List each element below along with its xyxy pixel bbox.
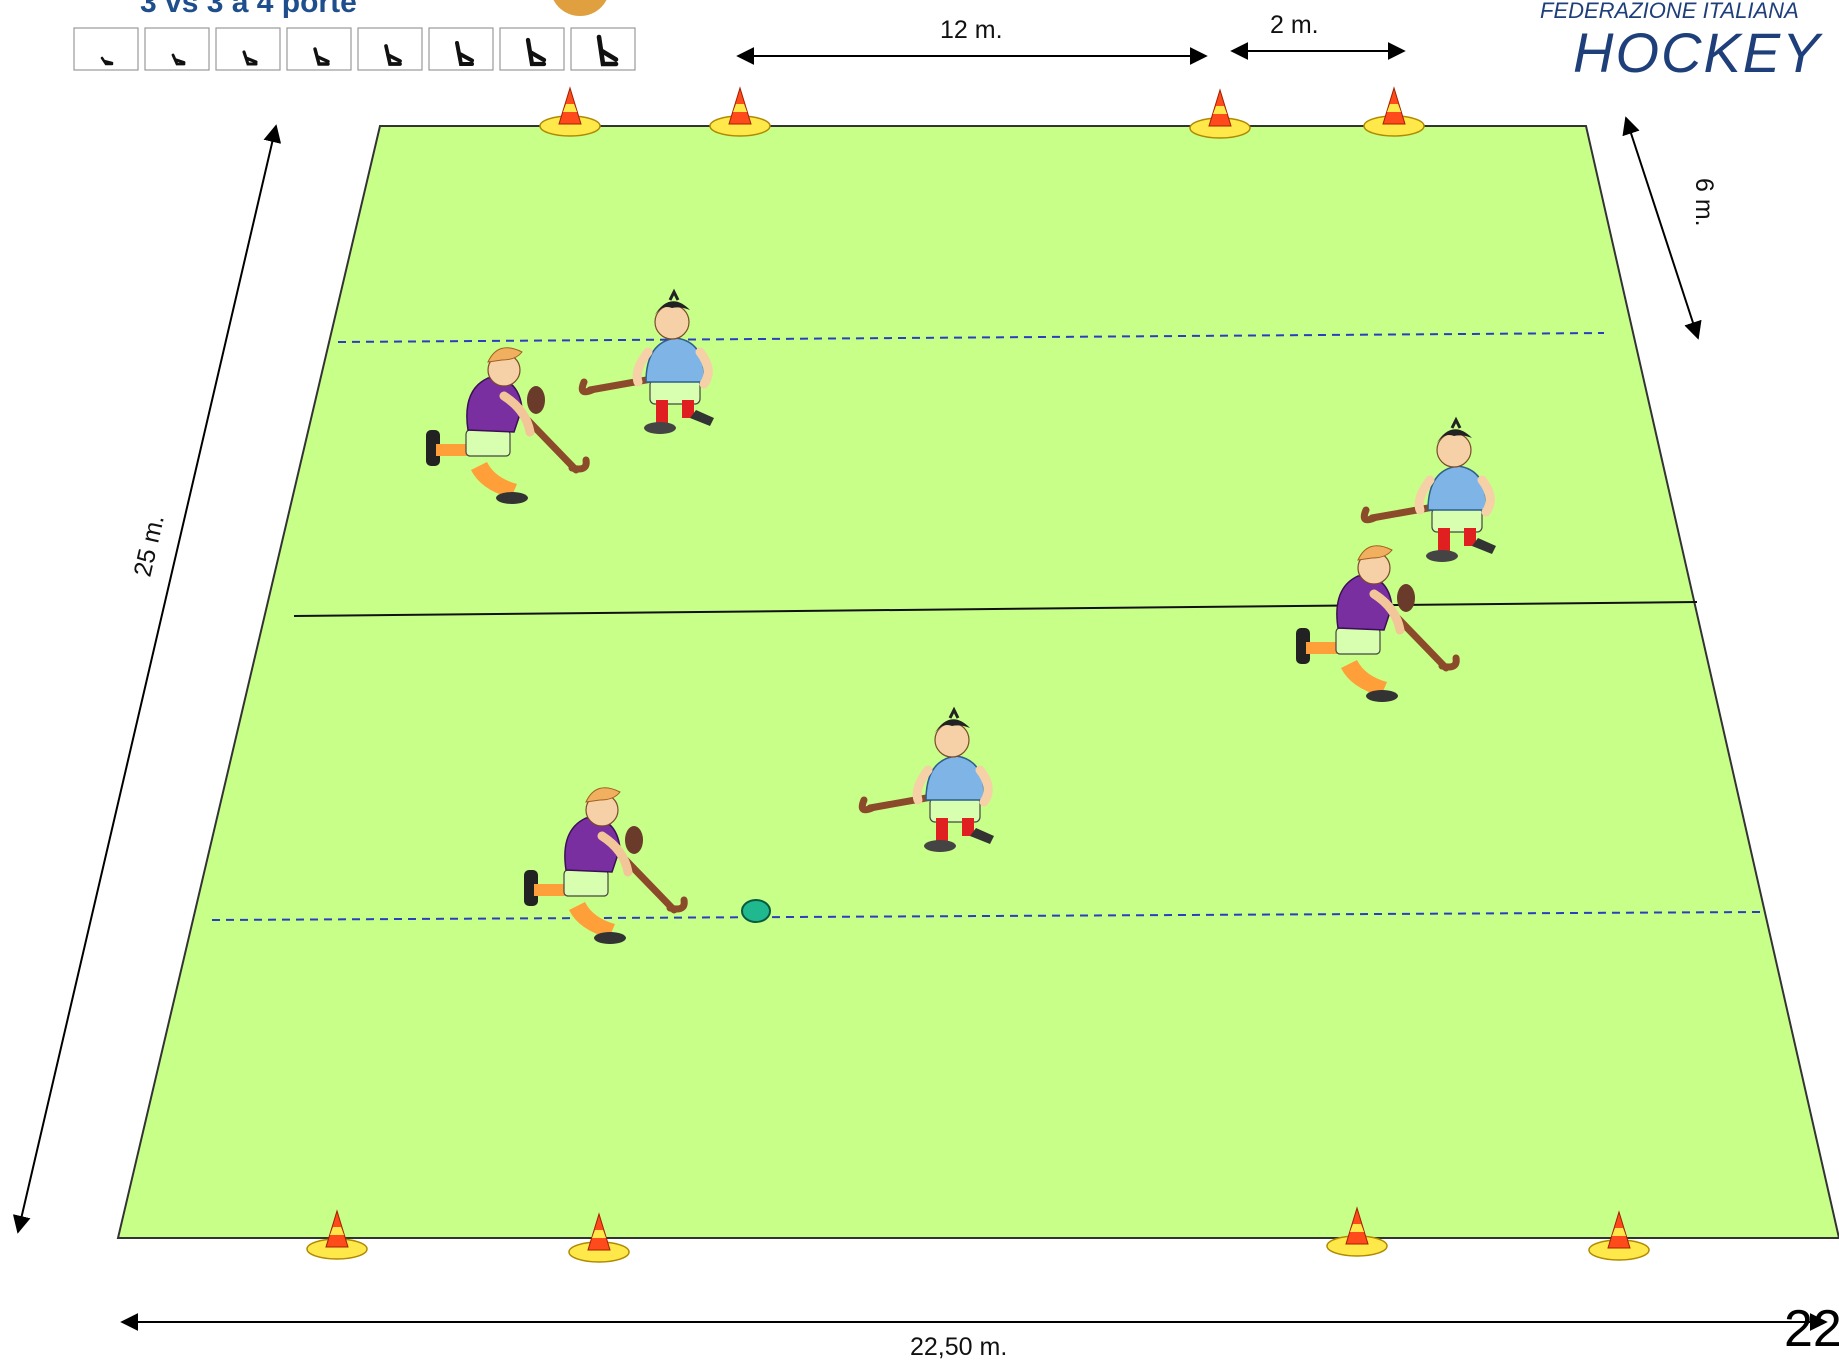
level-8-icon	[571, 28, 635, 70]
field-length-label: 25 m.	[129, 512, 170, 579]
playing-field	[118, 126, 1839, 1238]
drill-title: 3 vs 3 a 4 porte	[140, 0, 357, 19]
federation-label: FEDERAZIONE ITALIANA	[1540, 0, 1799, 23]
goal-gap-label: 12 m.	[940, 16, 1003, 44]
level-4-icon	[287, 28, 351, 70]
level-icon-strip	[74, 28, 635, 70]
level-5-icon	[358, 28, 422, 70]
level-2-icon	[145, 28, 209, 70]
cone-icon	[540, 88, 600, 136]
field-width-label: 22,50 m.	[910, 1333, 1007, 1361]
zone-depth-label: 6 m.	[1690, 178, 1718, 227]
ball-icon	[742, 900, 770, 922]
cone-icon	[1364, 88, 1424, 136]
page-number: 22	[1784, 1300, 1839, 1358]
logo-fragment	[550, 0, 610, 16]
level-3-icon	[216, 28, 280, 70]
hockey-brand: HOCKEY	[1573, 21, 1823, 84]
level-6-icon	[429, 28, 493, 70]
level-7-icon	[500, 28, 564, 70]
goal-width-label: 2 m.	[1270, 11, 1319, 39]
cone-icon	[1190, 90, 1250, 138]
cone-icon	[710, 88, 770, 136]
level-1-icon	[74, 28, 138, 70]
zone-depth-arrow	[1626, 118, 1698, 338]
